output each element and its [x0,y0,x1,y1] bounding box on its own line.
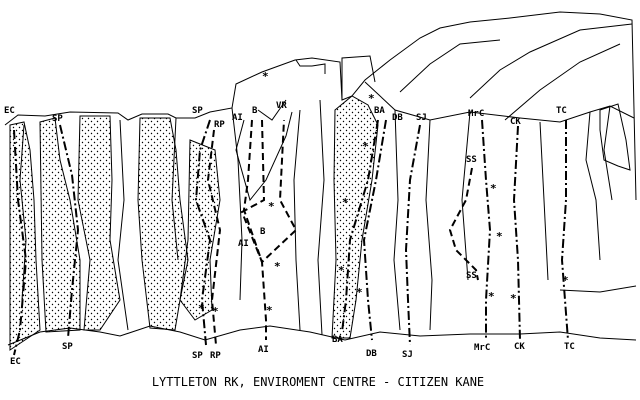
label-ck-bottom: CK [514,342,525,352]
label-ai-mid: AI [238,239,249,249]
face-ba [331,95,379,339]
route-sj [404,124,421,346]
star-marker: * [212,305,219,318]
route-ba [341,119,379,333]
label-ai-bottom: AI [258,345,269,355]
skyline-notch [295,59,326,74]
label-b-mid: B [260,227,266,237]
route-rp [206,129,222,346]
route-sp-rp [194,119,212,346]
label-mrc-top: MrC [468,109,484,119]
face-sp-left [39,117,81,333]
label-b-top: B [252,106,258,116]
star-marker: * [356,286,363,299]
label-sp-bottom: SP [62,342,73,352]
face-ai [179,139,221,321]
label-sj-bottom: SJ [402,350,413,360]
star-marker: * [562,274,569,287]
star-marker: * [274,260,281,273]
star-marker: * [198,302,205,315]
label-ai-top: AI [232,113,243,123]
pillar-lines [235,99,293,202]
label-ss-bottom: SS [466,271,477,281]
route-ai [242,119,267,340]
label-tc-bottom: TC [564,342,575,352]
label-tc-top: TC [556,106,567,116]
label-mrc-bottom: MrC [474,343,490,353]
route-db [362,119,387,341]
star-marker: * [368,92,375,105]
label-sp-right-top: SP [192,106,203,116]
face-sp-right [77,115,121,331]
star-marker: * [362,140,369,153]
label-db-top: DB [392,113,403,123]
route-ec [13,129,28,356]
star-marker: * [488,290,495,303]
route-ss [448,167,479,281]
crack-lines [19,99,613,336]
label-rp-top: RP [214,120,225,130]
diagram-caption: LYTTLETON RK, ENVIROMENT CENTRE - CITIZE… [152,375,484,389]
route-b-loop [240,119,298,264]
star-marker: * [490,182,497,195]
star-marker: * [496,230,503,243]
skyline-inner [341,55,635,123]
label-sj-top: SJ [416,113,427,123]
base-right-edge [559,285,637,293]
label-ss-top: SS [466,155,477,165]
label-db-bottom: DB [366,349,377,359]
label-rp-bottom: RP [210,351,221,361]
face-ec [9,121,41,351]
label-ba-bottom: BA [332,335,343,345]
star-marker: * [268,200,275,213]
route-mrc [481,119,492,338]
star-marker: * [262,70,269,83]
route-sp [59,124,80,339]
label-vr: VR [276,101,287,111]
label-sp-right-bottom: SP [192,351,203,361]
label-ec-bottom: EC [10,357,21,367]
label-ec-top: EC [4,106,15,116]
star-marker: * [342,196,349,209]
star-marker: * [338,264,345,277]
route-tc [560,120,569,341]
star-marker: * [510,292,517,305]
label-sp-top: SP [52,114,63,124]
route-ck [512,125,521,341]
crag-skyline [4,11,637,201]
label-ba-top: BA [374,106,385,116]
label-ck-top: CK [510,117,521,127]
skyline-upper-ridge [399,23,633,121]
right-feature [599,103,631,171]
star-marker: * [266,304,273,317]
